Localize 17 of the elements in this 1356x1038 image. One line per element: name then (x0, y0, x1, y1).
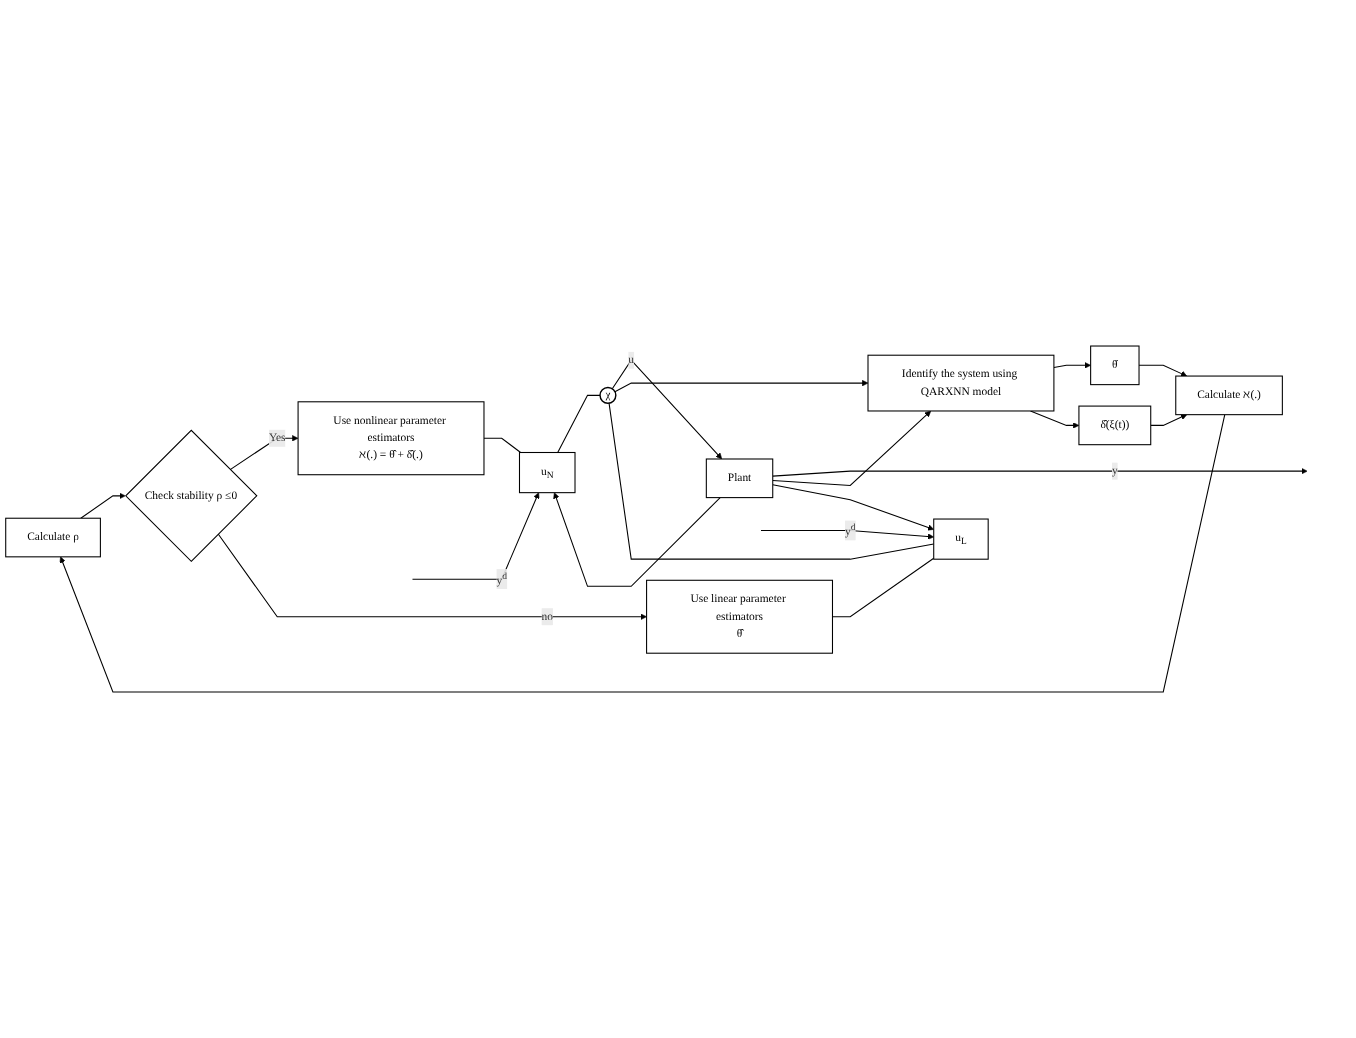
arrow (483, 437, 522, 454)
arrow (59, 414, 1226, 693)
arrow (611, 359, 723, 460)
arrow (217, 533, 647, 620)
arrow (1029, 410, 1080, 429)
arrow (760, 530, 934, 540)
arrow (553, 492, 721, 587)
arrow (1150, 414, 1188, 426)
arrow (772, 410, 932, 486)
arrow (1053, 362, 1091, 369)
arrow (557, 394, 601, 454)
arrow (411, 492, 540, 580)
arrow (1138, 364, 1188, 377)
arrow (80, 492, 126, 519)
arrow (614, 379, 869, 393)
arrow (772, 468, 1308, 477)
arrow (772, 484, 934, 531)
